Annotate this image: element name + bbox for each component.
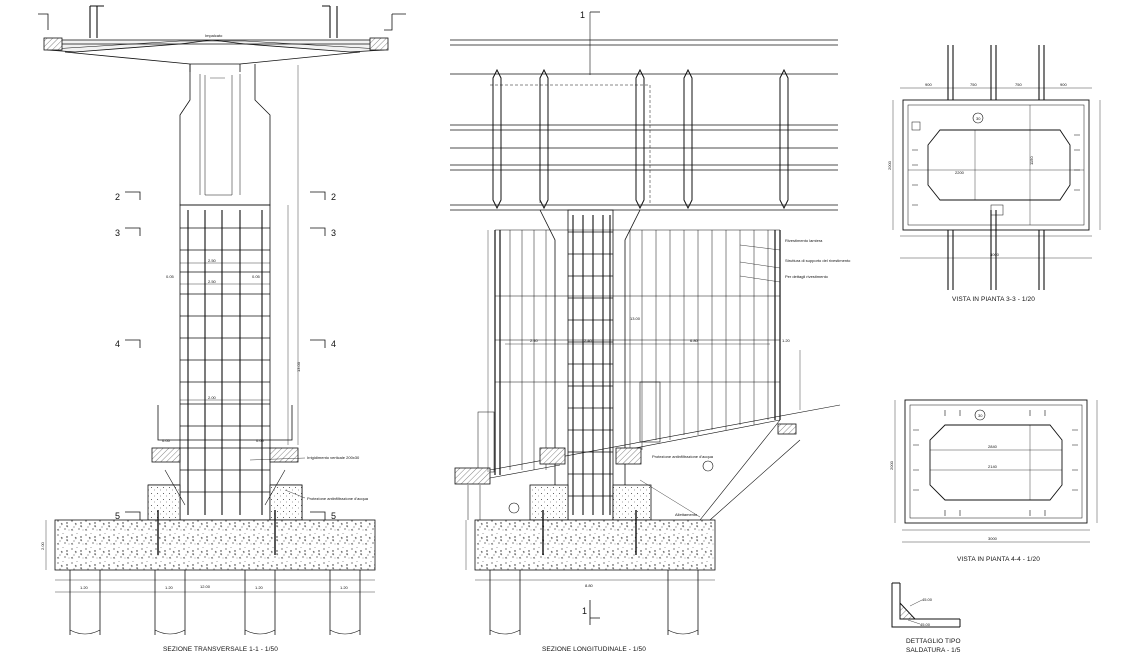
caption-detail-1: DETTAGLIO TIPO <box>906 638 961 645</box>
dim-long-a: 2.40 <box>530 338 539 343</box>
dim-pile-2: 1.20 <box>165 585 174 590</box>
note-rivestimento-1: Rivestimento lamiera <box>785 238 823 243</box>
dim-plan-top-c: 750 <box>1015 82 1022 87</box>
dim-plan-top-d: 900 <box>1060 82 1067 87</box>
plan-3-3-texts: 900 750 750 900 2200 1150 3000 2000 30 V… <box>887 82 1067 303</box>
hangers <box>492 68 789 210</box>
transverse-texts: 2 3 4 5 2 3 4 5 2.50 2.50 2.00 0.05 0.05… <box>40 192 369 653</box>
dim-plan-top-a: 900 <box>925 82 932 87</box>
mark-4-left: 4 <box>115 339 120 349</box>
plan-3-3 <box>892 45 1101 290</box>
section-markers-transverse <box>125 191 326 520</box>
dim-col-w2: 2.50 <box>208 258 217 263</box>
dim-long-d: 1.20 <box>782 338 791 343</box>
mark-2-left: 2 <box>115 192 120 202</box>
weld-dim-b: 45.00 <box>920 622 931 627</box>
note-rivestimento-2: Struttura di supporto del rivestimento <box>785 258 851 263</box>
dim-side-b: 0.05 <box>252 274 261 279</box>
dim-plinth-w: 12.00 <box>200 584 211 589</box>
caption-detail-2: SALDATURA - 1/5 <box>906 647 961 654</box>
dim-plan-top-b: 750 <box>970 82 977 87</box>
dim-plan-inner: 2200 <box>955 170 965 175</box>
dim-long-c: 6.80 <box>690 338 699 343</box>
dims-transverse <box>45 65 375 593</box>
dim-long-total: 13.00 <box>630 316 641 321</box>
dim-long-b: 2.40 <box>584 338 593 343</box>
mark-5-right: 5 <box>331 511 336 521</box>
plan-circle-a: 30 <box>976 116 981 121</box>
dim-plan-h: 2000 <box>887 160 892 170</box>
dim-plan-b-h: 2000 <box>889 460 894 470</box>
caption-transverse: SEZIONE TRANSVERSALE 1-1 - 1/50 <box>163 646 278 653</box>
dim-col-w: 2.00 <box>208 395 217 400</box>
mark-3-right: 3 <box>331 228 336 238</box>
note-protezione: Protezione antinfiltrazione d'acqua <box>307 496 369 501</box>
cladding-grid <box>495 229 780 470</box>
mark-3-left: 3 <box>115 228 120 238</box>
dim-col-h: 13.00 <box>296 361 301 372</box>
dim-side-c: 0.05 <box>162 438 171 443</box>
dim-plan-w: 3000 <box>990 252 1000 257</box>
note-protezione-long: Protezione antinfiltrazione d'acqua <box>652 454 714 459</box>
caption-plan-3-3: VISTA IN PIANTA 3-3 - 1/20 <box>952 296 1035 303</box>
plan-circle-b: 30 <box>978 413 983 418</box>
mark-4-right: 4 <box>331 339 336 349</box>
dim-col-w3: 2.50 <box>208 279 217 284</box>
mark-1-bottom: 1 <box>582 606 587 616</box>
plinth-longitudinal <box>474 519 716 571</box>
deck-label: Impalcato <box>205 33 223 38</box>
mark-5-left: 5 <box>115 511 120 521</box>
plinth-transverse <box>54 519 376 571</box>
deck-transverse: Impalcato <box>38 5 406 72</box>
dim-side-d: 0.05 <box>256 438 265 443</box>
note-rivestimento-3: Per dettagli rivestimento <box>785 274 829 279</box>
mark-2-right: 2 <box>331 192 336 202</box>
plan-4-4-texts: 2840 2140 3000 2000 30 VISTA IN PIANTA 4… <box>889 413 1040 563</box>
dim-pile-4: 1.20 <box>340 585 349 590</box>
note-irrigidimento: Irrigidimento verticale 200x30 <box>307 455 360 460</box>
weld-detail-texts: 45.00 45.00 DETTAGLIO TIPO SALDATURA - 1… <box>906 597 961 654</box>
dim-pile-3: 1.20 <box>255 585 264 590</box>
weld-dim-a: 45.00 <box>922 597 933 602</box>
dim-plinth-h: 2.00 <box>40 541 45 550</box>
dim-plan-b-inner2: 2140 <box>988 464 998 469</box>
longitudinal-texts: 1 1 2.40 2.40 6.80 1.20 13.00 8.80 Rives… <box>530 10 851 653</box>
caption-plan-4-4: VISTA IN PIANTA 4-4 - 1/20 <box>957 556 1040 563</box>
dim-long-plinth: 8.80 <box>585 583 594 588</box>
dim-plan-inner2: 1150 <box>1029 156 1034 165</box>
mark-1-top: 1 <box>580 10 585 20</box>
dim-pile-1: 1.20 <box>80 585 89 590</box>
dim-plan-b-w: 3000 <box>988 536 998 541</box>
piles-transverse <box>69 570 361 635</box>
note-allettamento: Allettamento <box>675 512 698 517</box>
longitudinal-section <box>450 11 841 635</box>
dim-side-a: 0.05 <box>166 274 175 279</box>
plan-4-4 <box>894 399 1098 543</box>
pier-transverse <box>147 64 303 521</box>
caption-longitudinal: SEZIONE LONGITUDINALE - 1/50 <box>542 646 646 653</box>
transverse-section: Impalcato <box>38 5 406 635</box>
dim-plan-b-inner: 2840 <box>988 444 998 449</box>
weld-detail <box>891 582 961 628</box>
